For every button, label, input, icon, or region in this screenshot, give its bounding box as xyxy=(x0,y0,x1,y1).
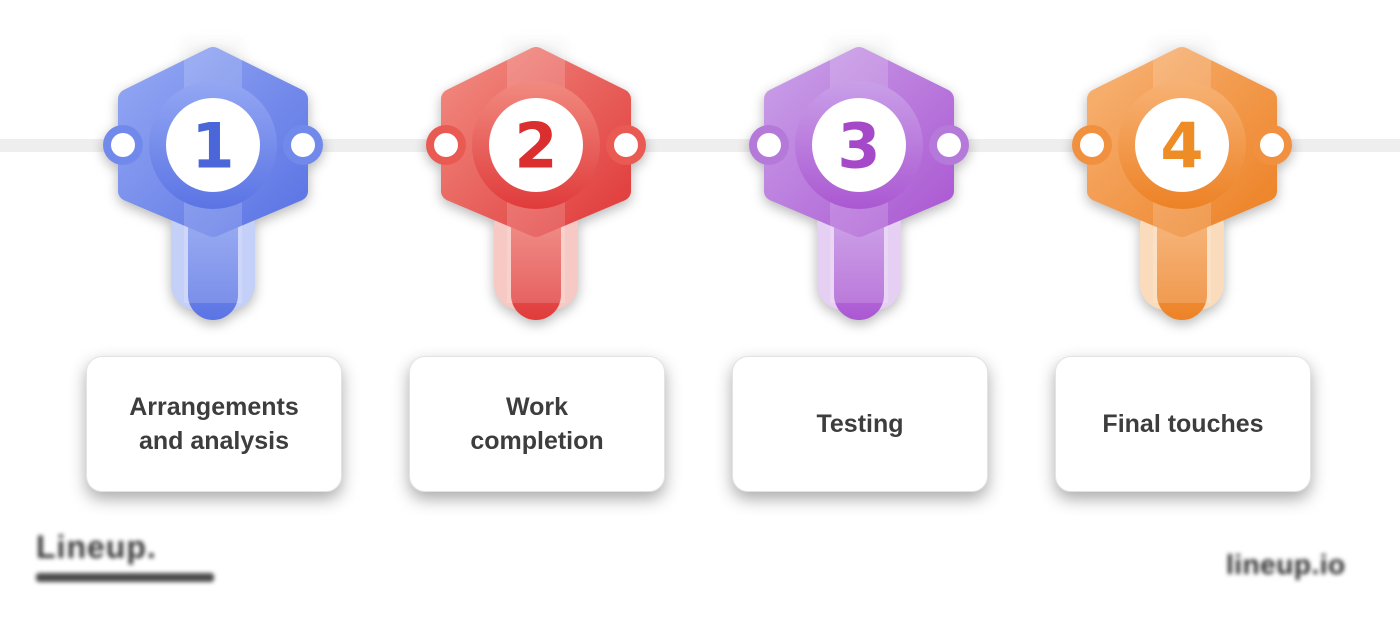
number-circle xyxy=(166,98,260,192)
step-card-4: Final touches xyxy=(1055,356,1311,492)
number-circle xyxy=(1135,98,1229,192)
right-dot xyxy=(291,133,315,157)
timeline-line xyxy=(0,139,1400,152)
card-title-line1: Work xyxy=(505,392,569,421)
left-dot xyxy=(757,133,781,157)
step-card-3: Testing xyxy=(732,356,988,492)
card-title-line2: completion xyxy=(470,427,604,455)
step-marker-3: 3 xyxy=(729,15,989,327)
step-number: 2 xyxy=(514,110,557,183)
number-circle xyxy=(489,98,583,192)
step-card-2: Work completion xyxy=(409,356,665,492)
card-title-line2: and analysis xyxy=(138,427,290,455)
card-title-line1: Arrangements xyxy=(129,392,299,421)
left-dot xyxy=(434,133,458,157)
step-marker-4: 4 xyxy=(1052,15,1312,327)
number-circle xyxy=(812,98,906,192)
step-number: 1 xyxy=(191,110,234,183)
watermark-left-title: Lineup. xyxy=(36,529,157,565)
card-title-line1: Final touches xyxy=(1102,409,1264,438)
left-dot xyxy=(1080,133,1104,157)
step-marker-1: 1 xyxy=(83,15,343,327)
card-title-line1: Testing xyxy=(816,409,904,438)
right-dot xyxy=(937,133,961,157)
left-dot xyxy=(111,133,135,157)
right-dot xyxy=(1260,133,1284,157)
watermark-left-tagline-bar xyxy=(36,573,214,582)
watermark-right: lineup.io xyxy=(1226,549,1346,580)
watermark-left: Lineup. xyxy=(36,529,214,582)
step-marker-2: 2 xyxy=(406,15,666,327)
step-number: 4 xyxy=(1160,110,1203,183)
right-dot xyxy=(614,133,638,157)
step-card-1: Arrangements and analysis xyxy=(86,356,342,492)
step-number: 3 xyxy=(837,110,880,183)
